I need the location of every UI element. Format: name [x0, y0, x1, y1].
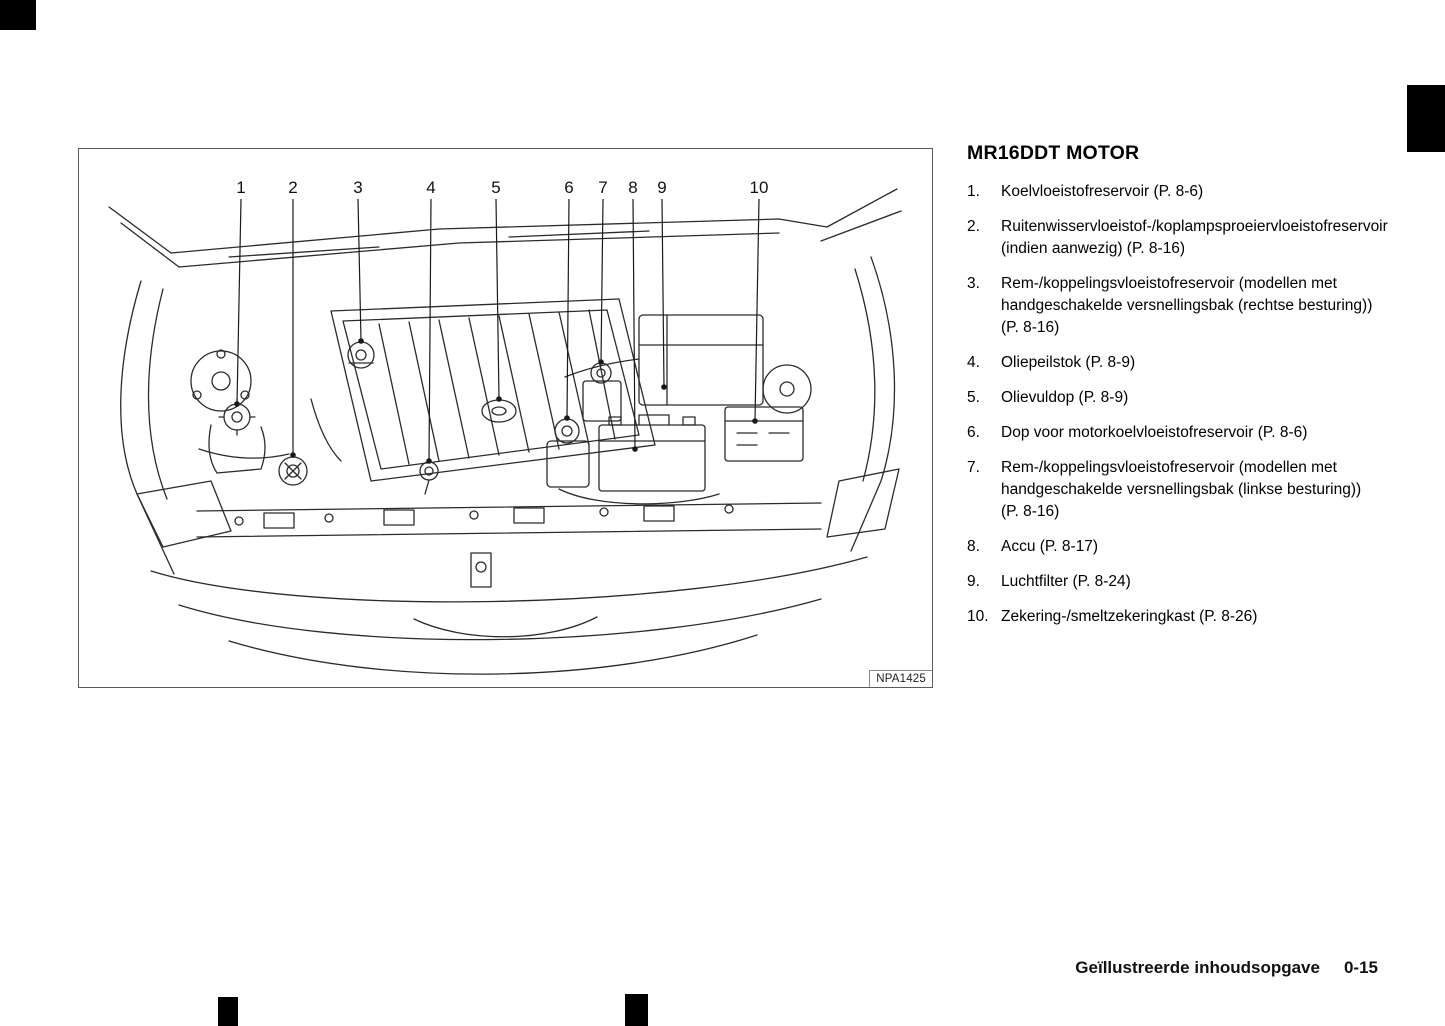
engine-diagram: 1 2 3 4 5 6 7 8 9 10	[108, 178, 902, 675]
part-item: 10. Zekering-/smeltzekeringkast (P. 8-26…	[967, 606, 1383, 628]
callout-number-2: 2	[288, 178, 297, 197]
figure-code-label: NPA1425	[869, 670, 932, 687]
part-text: Zekering-/smeltzekeringkast (P. 8-26)	[1001, 608, 1258, 625]
parts-list-panel: MR16DDT MOTOR 1. Koelvloeistofreservoir …	[967, 142, 1388, 641]
callout-number-6: 6	[564, 178, 573, 197]
part-item: 6. Dop voor motorkoelvloeistofreservoir …	[967, 422, 1383, 444]
section-edge-tab	[1407, 85, 1445, 152]
part-number: 5.	[967, 389, 980, 406]
part-item: 7. Rem-/koppelingsvloeistofreservoir (mo…	[967, 457, 1383, 523]
part-text: Rem-/koppelingsvloeistofreservoir (model…	[1001, 275, 1373, 336]
print-mark-bottom-1	[218, 997, 238, 1026]
callout-number-5: 5	[491, 178, 500, 197]
part-number: 2.	[967, 218, 980, 235]
part-item: 2. Ruitenwisservloeistof-/koplampsproeie…	[967, 216, 1388, 260]
callout-number-9: 9	[657, 178, 666, 197]
print-mark-top-left	[0, 0, 36, 30]
footer-section-title: Geïllustreerde inhoudsopgave	[1075, 958, 1320, 977]
part-text: Rem-/koppelingsvloeistofreservoir (model…	[1001, 459, 1362, 520]
part-number: 6.	[967, 424, 980, 441]
footer-page-number: 0-15	[1343, 958, 1378, 977]
part-text: Oliepeilstok (P. 8-9)	[1001, 354, 1136, 371]
page-title: MR16DDT MOTOR	[967, 142, 1140, 164]
part-item: 8. Accu (P. 8-17)	[967, 536, 1383, 558]
parts-list: 1. Koelvloeistofreservoir (P. 8-6) 2. Ru…	[967, 181, 1388, 628]
callout-number-3: 3	[353, 178, 362, 197]
part-text: Accu (P. 8-17)	[1001, 538, 1099, 555]
part-text: Luchtfilter (P. 8-24)	[1001, 573, 1131, 590]
print-mark-bottom-2	[625, 994, 648, 1026]
callout-number-10: 10	[750, 178, 769, 197]
callout-number-1: 1	[236, 178, 245, 197]
callout-dots	[234, 338, 758, 464]
callout-leader-lines	[236, 198, 760, 462]
part-number: 9.	[967, 573, 980, 590]
callout-number-7: 7	[598, 178, 607, 197]
part-text: Dop voor motorkoelvloeistofreservoir (P.…	[1001, 424, 1308, 441]
part-number: 1.	[967, 183, 980, 200]
part-number: 7.	[967, 459, 980, 476]
engine-figure: 1 2 3 4 5 6 7 8 9 10 NPA1425	[78, 148, 933, 688]
part-number: 8.	[967, 538, 980, 555]
part-item: 3. Rem-/koppelingsvloeistofreservoir (mo…	[967, 273, 1383, 339]
part-text: Koelvloeistofreservoir (P. 8-6)	[1001, 183, 1204, 200]
part-item: 5. Olievuldop (P. 8-9)	[967, 387, 1383, 409]
callout-number-4: 4	[426, 178, 435, 197]
callout-number-8: 8	[628, 178, 637, 197]
part-number: 10.	[967, 608, 989, 625]
part-item: 4. Oliepeilstok (P. 8-9)	[967, 352, 1383, 374]
part-item: 9. Luchtfilter (P. 8-24)	[967, 571, 1383, 593]
part-number: 3.	[967, 275, 980, 292]
engine-line-art	[108, 188, 902, 675]
part-number: 4.	[967, 354, 980, 371]
part-text: Olievuldop (P. 8-9)	[1001, 389, 1129, 406]
part-item: 1. Koelvloeistofreservoir (P. 8-6)	[967, 181, 1383, 203]
page-footer: Geïllustreerde inhoudsopgave 0-15	[1075, 958, 1378, 978]
part-text: Ruitenwisservloeistof-/koplampsproeiervl…	[1001, 218, 1388, 257]
